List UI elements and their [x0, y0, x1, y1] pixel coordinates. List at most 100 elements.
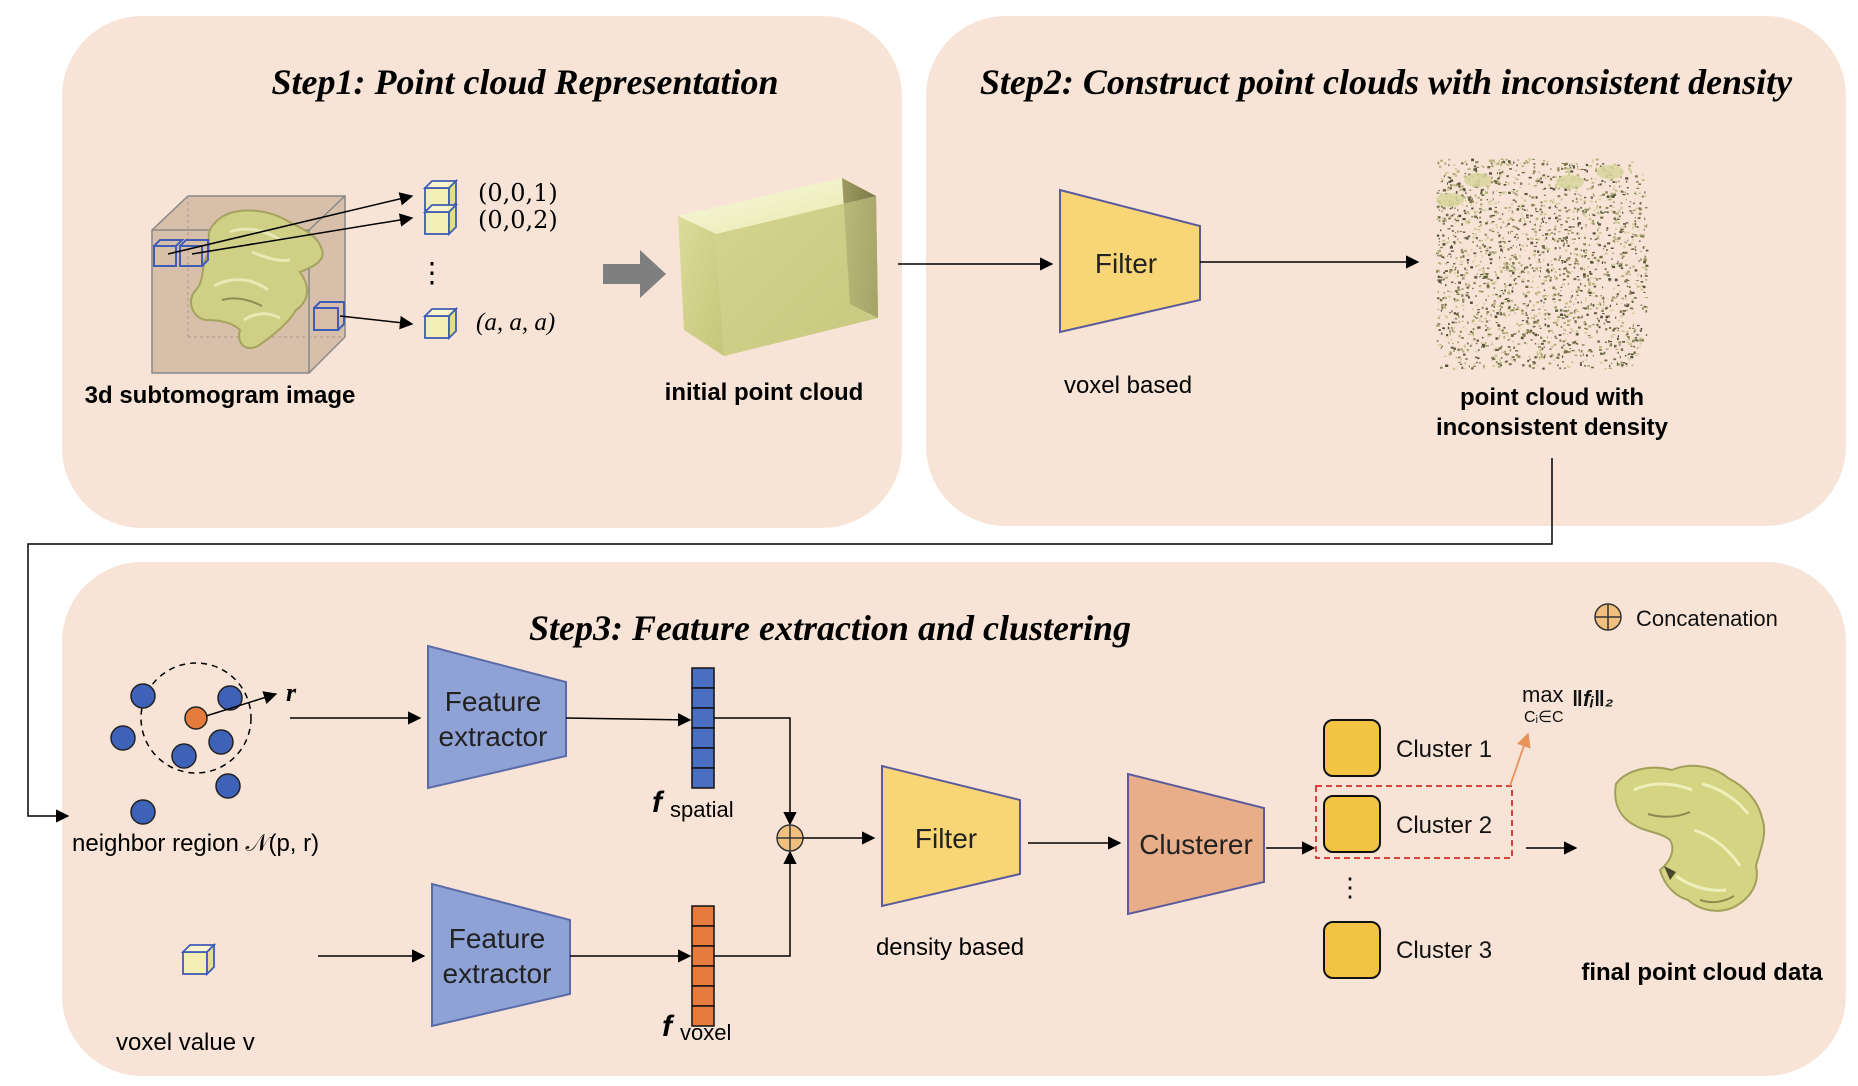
cloud-point: [1621, 275, 1625, 278]
cloud-point: [1542, 305, 1544, 308]
cloud-point: [1545, 295, 1549, 297]
cloud-point: [1521, 312, 1524, 315]
cloud-point: [1603, 322, 1606, 325]
cloud-point: [1585, 299, 1587, 302]
cloud-point: [1592, 223, 1595, 225]
cloud-point: [1562, 333, 1566, 335]
cloud-point: [1478, 290, 1481, 293]
cloud-point: [1588, 214, 1590, 216]
cloud-point: [1544, 309, 1547, 311]
cloud-point: [1448, 353, 1452, 356]
cloud-point: [1627, 357, 1630, 360]
cloud-point: [1566, 240, 1568, 242]
cloud-point: [1463, 175, 1467, 178]
cloud-point: [1589, 308, 1592, 310]
cloud-point: [1624, 241, 1626, 244]
cloud-point: [1636, 226, 1639, 228]
cloud-point: [1442, 223, 1445, 225]
cloud-point: [1565, 249, 1568, 252]
cloud-point: [1554, 247, 1557, 250]
cloud-point: [1602, 260, 1604, 263]
cloud-point: [1638, 192, 1640, 194]
cloud-point: [1569, 348, 1571, 350]
cloud-point: [1602, 286, 1604, 289]
cloud-point: [1519, 272, 1521, 275]
cloud-point: [1574, 310, 1576, 312]
cloud-point: [1523, 199, 1527, 202]
radius-label: r: [286, 678, 297, 707]
cloud-point: [1511, 255, 1513, 257]
cloud-point: [1548, 229, 1551, 231]
cloud-point: [1537, 343, 1540, 345]
cloud-point: [1455, 290, 1458, 293]
coord-label-3: (a, a, a): [476, 309, 555, 336]
cloud-point: [1471, 367, 1474, 370]
cloud-point: [1585, 179, 1589, 182]
cloud-point: [1527, 271, 1530, 273]
feature-cell: [691, 965, 715, 987]
cloud-point: [1451, 326, 1453, 330]
cloud-point: [1462, 298, 1465, 301]
cloud-point: [1608, 280, 1611, 282]
cloud-point: [1445, 263, 1447, 265]
cloud-point: [1595, 158, 1599, 161]
cloud-point: [1472, 328, 1475, 331]
cloud-point: [1514, 360, 1516, 362]
cloud-point: [1481, 306, 1484, 309]
cloud-point: [1507, 182, 1510, 185]
cloud-point: [1631, 300, 1634, 303]
cloud-point: [1457, 341, 1459, 344]
cloud-point: [1617, 180, 1620, 183]
cloud-point: [1532, 361, 1536, 363]
cloud-point: [1505, 265, 1509, 269]
cloud-point: [1610, 335, 1614, 338]
cloud-point: [1496, 180, 1500, 183]
cloud-point: [1487, 335, 1491, 337]
voxel-arrow-3: [339, 315, 414, 330]
cloud-point: [1586, 313, 1589, 316]
cloud-point: [1508, 292, 1511, 295]
cloud-point: [1630, 300, 1632, 302]
cloud-point: [1591, 185, 1593, 189]
cloud-point: [1621, 256, 1624, 259]
cloud-point: [1524, 249, 1526, 251]
cloud-point: [1638, 183, 1642, 186]
cloud-point: [1539, 275, 1541, 278]
cloud-point: [1507, 285, 1510, 287]
cloud-point: [1611, 178, 1614, 180]
cloud-point: [1463, 237, 1466, 239]
cloud-point: [1571, 238, 1574, 240]
cloud-point: [1451, 321, 1455, 324]
cloud-point: [1500, 248, 1502, 250]
cloud-point: [1598, 319, 1600, 322]
cloud-point: [1475, 351, 1478, 353]
cloud-point: [1467, 283, 1470, 286]
cloud-point: [1474, 167, 1477, 170]
inconsistent-density-cloud: [1436, 158, 1649, 371]
cloud-point: [1542, 295, 1545, 298]
cloud-point: [1496, 349, 1499, 351]
cloud-point: [1628, 205, 1631, 208]
cloud-point: [1545, 222, 1547, 224]
cloud-point: [1497, 178, 1499, 180]
cloud-point: [1621, 325, 1624, 328]
cloud-point: [1552, 237, 1554, 240]
cloud-point: [1607, 242, 1611, 245]
cloud-point: [1562, 273, 1566, 275]
clusterer-label: Clusterer: [1139, 829, 1253, 860]
cloud-point: [1438, 280, 1442, 283]
cloud-point: [1543, 356, 1546, 359]
cloud-point: [1498, 235, 1500, 238]
cloud-point: [1455, 305, 1458, 309]
cloud-point: [1590, 165, 1593, 167]
cloud-point: [1563, 328, 1566, 331]
cloud-point: [1572, 303, 1575, 305]
cloud-point: [1454, 235, 1457, 237]
cloud-point: [1439, 262, 1442, 265]
cloud-point: [1564, 229, 1566, 231]
cloud-point: [1593, 292, 1596, 294]
cloud-point: [1613, 188, 1616, 190]
cloud-point: [1582, 353, 1584, 356]
cloud-point: [1508, 263, 1511, 266]
cloud-point: [1463, 274, 1466, 277]
